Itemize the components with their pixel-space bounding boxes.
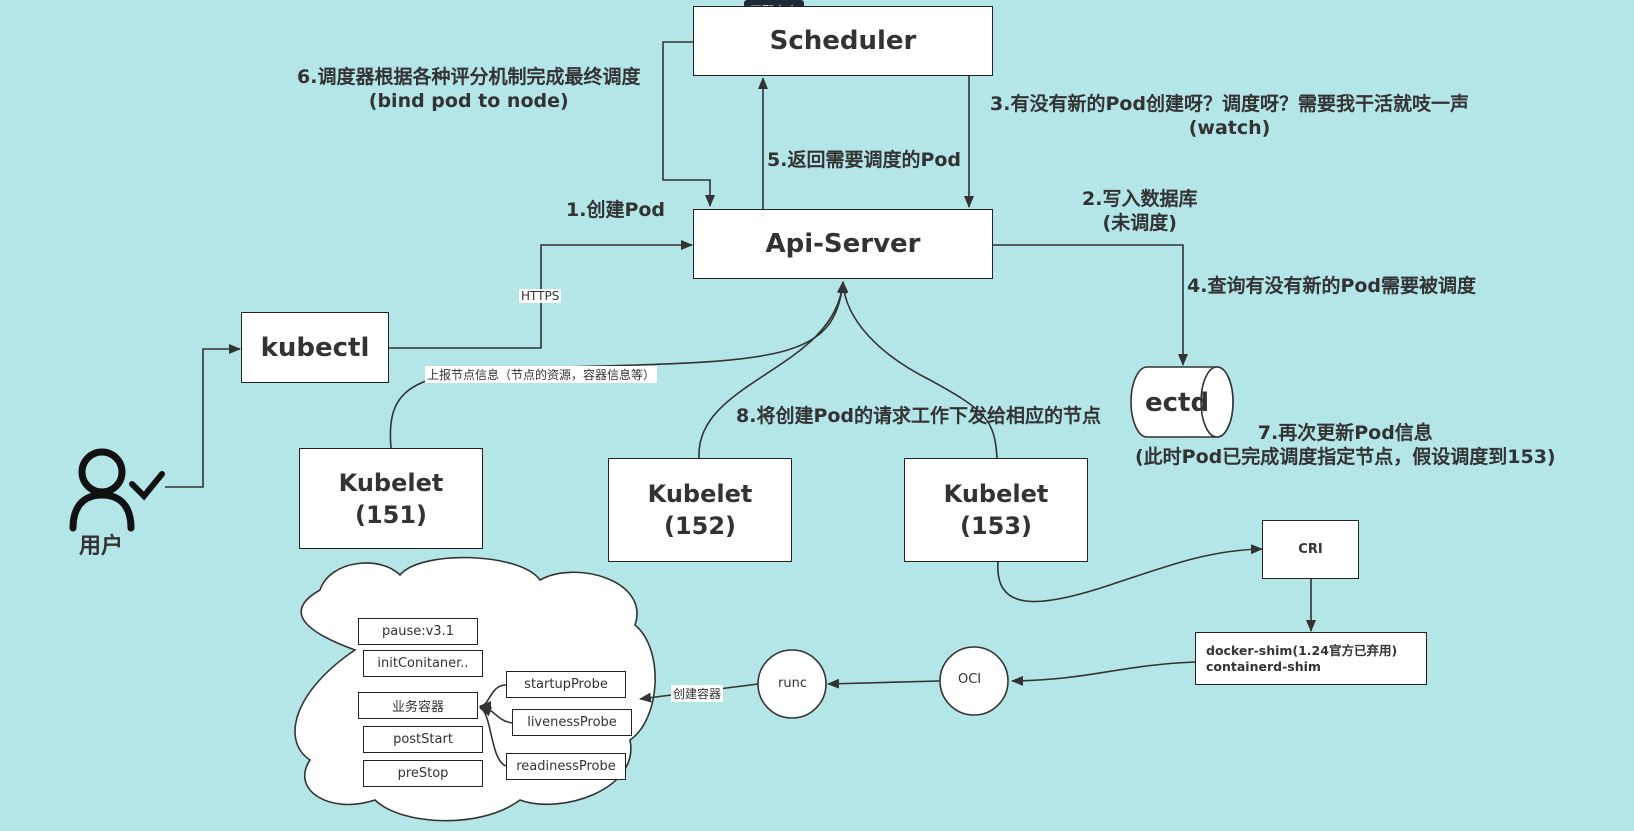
liveness-probe[interactable]: livenessProbe: [512, 709, 632, 736]
edge-kubelet153-cri: [997, 544, 1263, 603]
pre-stop-hook[interactable]: preStop: [363, 760, 483, 787]
step-4-label: 4.查询有没有新的Pod需要被调度: [1187, 275, 1477, 297]
step-3-line-2: (watch): [1188, 117, 1271, 139]
step-6-line-1: 6.调度器根据各种评分机制完成最终调度: [297, 66, 641, 88]
edge-shim-oci: [1011, 661, 1196, 686]
api-server-node[interactable]: Api-Server: [693, 209, 993, 279]
edge-scheduler-api-bind: [662, 41, 715, 207]
kubelet-152-ip: (152): [663, 512, 737, 540]
step-7-line-1: 7.再次更新Pod信息: [1257, 422, 1433, 444]
edge-kubelet153-api: [838, 281, 998, 459]
report-node-info-label: 上报节点信息（节点的资源，容器信息等）: [425, 366, 658, 383]
shim-node[interactable]: docker-shim(1.24官方已弃用) containerd-shim: [1195, 632, 1427, 685]
user-icon: [69, 448, 165, 532]
kubelet-152-node[interactable]: Kubelet (152): [608, 458, 792, 562]
scheduler-node[interactable]: Scheduler: [693, 6, 993, 76]
runc-circle: [757, 649, 827, 719]
create-container-label: 创建容器: [671, 685, 724, 702]
step-2-label: 2.写入数据库 (未调度): [1082, 187, 1197, 235]
business-container[interactable]: 业务容器: [358, 692, 478, 719]
startup-probe[interactable]: startupProbe: [506, 671, 626, 698]
shim-line-1: docker-shim(1.24官方已弃用): [1206, 642, 1398, 658]
edge-oci-runc: [827, 678, 940, 689]
pause-container[interactable]: pause:v3.1: [358, 618, 478, 645]
step-3-label: 3.有没有新的Pod创建呀？调度呀？需要我干活就吱一声 (watch): [990, 92, 1469, 140]
user-label: 用户: [79, 534, 124, 559]
runc-node[interactable]: runc: [778, 676, 807, 691]
kubelet-151-ip: (151): [354, 500, 428, 529]
https-label: HTTPS: [519, 289, 562, 303]
readiness-probe[interactable]: readinessProbe: [506, 753, 626, 780]
kubelet-153-node[interactable]: Kubelet (153): [904, 458, 1088, 562]
kubelet-151-node[interactable]: Kubelet (151): [299, 448, 483, 549]
step-2-line-1: 2.写入数据库: [1082, 188, 1198, 210]
cri-node[interactable]: CRI: [1262, 520, 1359, 579]
post-start-hook[interactable]: postStart: [363, 726, 483, 753]
step-6-line-2: (bind pod to node): [368, 90, 569, 112]
step-2-line-2: (未调度): [1102, 212, 1177, 234]
step-8-label: 8.将创建Pod的请求工作下发给相应的节点: [736, 405, 1102, 427]
step-7-label: 7.再次更新Pod信息 (此时Pod已完成调度指定节点，假设调度到153): [1135, 421, 1556, 469]
step-5-label: 5.返回需要调度的Pod: [767, 149, 962, 171]
oci-node[interactable]: OCI: [958, 672, 982, 687]
etcd-node[interactable]: ectd: [1145, 388, 1210, 418]
edge-readiness-business: [479, 706, 507, 767]
step-6-label: 6.调度器根据各种评分机制完成最终调度 (bind pod to node): [297, 65, 640, 113]
oci-circle: [939, 646, 1009, 716]
kubelet-153-ip: (153): [959, 512, 1033, 540]
kubectl-node[interactable]: kubectl: [241, 312, 389, 383]
step-7-line-2: (此时Pod已完成调度指定节点，假设调度到153): [1135, 446, 1556, 468]
step-1-label: 1.创建Pod: [566, 199, 666, 221]
kubelet-152-name: Kubelet: [647, 480, 753, 508]
kubelet-153-name: Kubelet: [943, 480, 1049, 508]
edge-user-kubectl: [165, 344, 241, 488]
etcd-cylinder-cap: [1200, 366, 1234, 438]
init-container[interactable]: initConitaner..: [363, 650, 483, 677]
kubelet-151-name: Kubelet: [338, 468, 444, 497]
edge-kubelet152-api: [698, 281, 847, 459]
shim-line-2: containerd-shim: [1206, 658, 1321, 674]
step-3-line-1: 3.有没有新的Pod创建呀？调度呀？需要我干活就吱一声: [990, 93, 1470, 115]
edge-api-etcd: [993, 244, 1188, 366]
